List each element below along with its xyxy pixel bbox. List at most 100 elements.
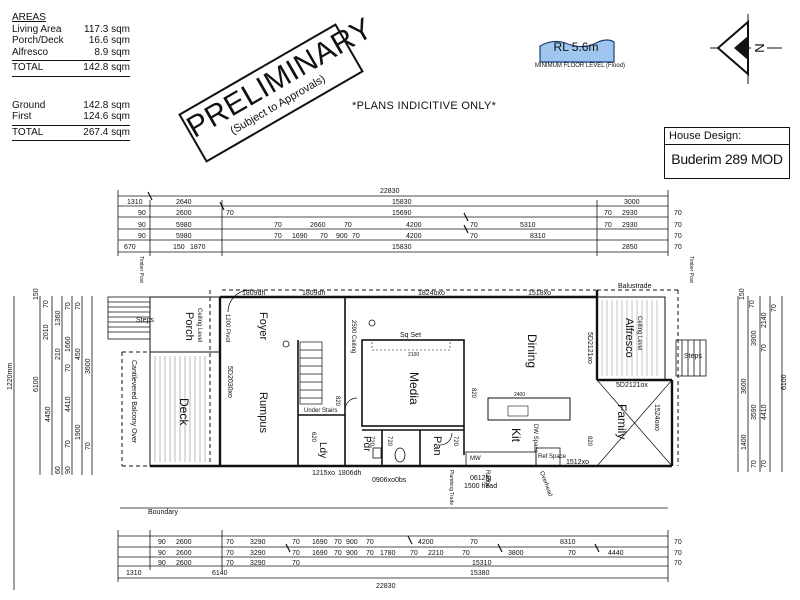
- dim-top: 900: [336, 233, 348, 240]
- dim-top: 70: [274, 222, 282, 229]
- dim-top: 2600: [176, 210, 192, 217]
- north-label: N: [752, 43, 767, 52]
- door-label: 720: [452, 436, 458, 447]
- window-label: 1512xo: [566, 459, 589, 466]
- dim-top: 70: [470, 222, 478, 229]
- window-label: 5D2121ox: [616, 382, 648, 389]
- divider: [12, 60, 130, 61]
- dim-top: 70: [674, 210, 682, 217]
- ref-space-label: Ref Space: [538, 454, 567, 460]
- dim-left: 1360: [55, 310, 62, 326]
- room-pan: Pan: [431, 436, 443, 456]
- range-label: Range: [484, 470, 490, 488]
- dim-left: 4410: [65, 396, 72, 412]
- steps-label-right: Steps: [684, 353, 702, 360]
- dim-top: 15830: [392, 244, 412, 251]
- dim-top: 670: [124, 244, 136, 251]
- dim-top: 2640: [176, 199, 192, 206]
- dim-bottom: 3290: [250, 539, 266, 546]
- dim-bottom: 2600: [176, 560, 192, 567]
- boundary-label: Boundary: [148, 509, 178, 516]
- divider: [12, 124, 130, 126]
- dim-bottom: 70: [366, 539, 374, 546]
- room-label-ceiling: Ceiling Level: [636, 316, 642, 350]
- dim-bottom: 70: [226, 560, 234, 567]
- dim-left: 70: [75, 302, 82, 310]
- dim-right: 70: [771, 304, 778, 312]
- dim-bottom: 3800: [508, 550, 524, 557]
- dim-top: 70: [344, 222, 352, 229]
- dim-right: 3590: [751, 404, 758, 420]
- house-design-box: House Design: Buderim 289 MOD: [664, 127, 790, 179]
- window-label: 1524oxo: [653, 404, 660, 431]
- dw-space-label: DW Space: [532, 424, 538, 453]
- dim-bottom: 70: [410, 550, 418, 557]
- dim-left: 1220mm: [7, 363, 14, 390]
- dim-left: 70: [85, 442, 92, 450]
- dim-left: 210: [55, 348, 62, 360]
- dim-right: 70: [751, 460, 758, 468]
- dim-top: 8310: [530, 233, 546, 240]
- dim-top: 4200: [406, 233, 422, 240]
- dim-bottom: 4200: [418, 539, 434, 546]
- dim-bottom: 2600: [176, 550, 192, 557]
- dim-top: 15830: [392, 199, 412, 206]
- dim-top: 70: [604, 222, 612, 229]
- dim-left: 60: [55, 466, 62, 474]
- window-label: 1518xo: [528, 290, 551, 297]
- window-label: 2400: [514, 392, 525, 398]
- dim-top: 70: [470, 233, 478, 240]
- window-label: 5D2121xo: [586, 332, 593, 364]
- door-label: 720: [386, 436, 392, 447]
- dim-top: 1690: [292, 233, 308, 240]
- dim-top: 70: [274, 233, 282, 240]
- dim-bottom: 6140: [212, 570, 228, 577]
- dim-bottom: 4440: [608, 550, 624, 557]
- dim-left: 1660: [65, 336, 72, 352]
- dim-left: 70: [65, 302, 72, 310]
- dim-bottom: 70: [334, 539, 342, 546]
- timber-post-label-right: Timber Post: [688, 256, 694, 283]
- dim-bottom: 70: [334, 550, 342, 557]
- ceiling-height-label: 2590 Ceiling: [350, 320, 356, 353]
- dim-bottom: 1310: [126, 570, 142, 577]
- dim-bottom: 70: [674, 550, 682, 557]
- dim-bottom: 70: [366, 550, 374, 557]
- flood-badge-icon: [539, 39, 615, 63]
- dim-right: 3600: [741, 378, 748, 394]
- window-label: 0906xo0bs: [372, 477, 407, 484]
- dim-left: 90: [65, 466, 72, 474]
- dim-right: 2140: [761, 312, 768, 328]
- flood-level-value: RL 5.6m: [553, 40, 599, 54]
- dim-bottom: 70: [568, 550, 576, 557]
- room-balcony-note: Cantilevered Balcony Over: [130, 360, 137, 444]
- sq-set-label: Sq Set: [400, 332, 421, 339]
- dim-left: 3600: [85, 358, 92, 374]
- dim-overall-top: 22830: [380, 188, 400, 195]
- dim-left: 4450: [45, 406, 52, 422]
- room-foyer: Foyer: [257, 312, 269, 340]
- timber-post-label: Timber Post: [138, 256, 144, 283]
- dim-top: 2850: [622, 244, 638, 251]
- balustrade-label: Balustrade: [618, 283, 652, 290]
- dim-top: 5980: [176, 233, 192, 240]
- window-label: 5D2030xo: [226, 366, 233, 398]
- dim-top: 2660: [310, 222, 326, 229]
- dim-top: 1310: [127, 199, 143, 206]
- plans-note: *PLANS INDICITIVE ONLY*: [352, 100, 497, 112]
- dim-top: 2930: [622, 222, 638, 229]
- room-rumpus: Rumpus: [257, 392, 269, 433]
- door-label: 720: [368, 436, 374, 447]
- dim-top: 70: [352, 233, 360, 240]
- dim-bottom: 90: [158, 560, 166, 567]
- dim-top: 70: [320, 233, 328, 240]
- dim-top: 5310: [520, 222, 536, 229]
- dim-bottom: 15380: [470, 570, 490, 577]
- dim-top: 15690: [392, 210, 412, 217]
- dim-bottom: 70: [292, 560, 300, 567]
